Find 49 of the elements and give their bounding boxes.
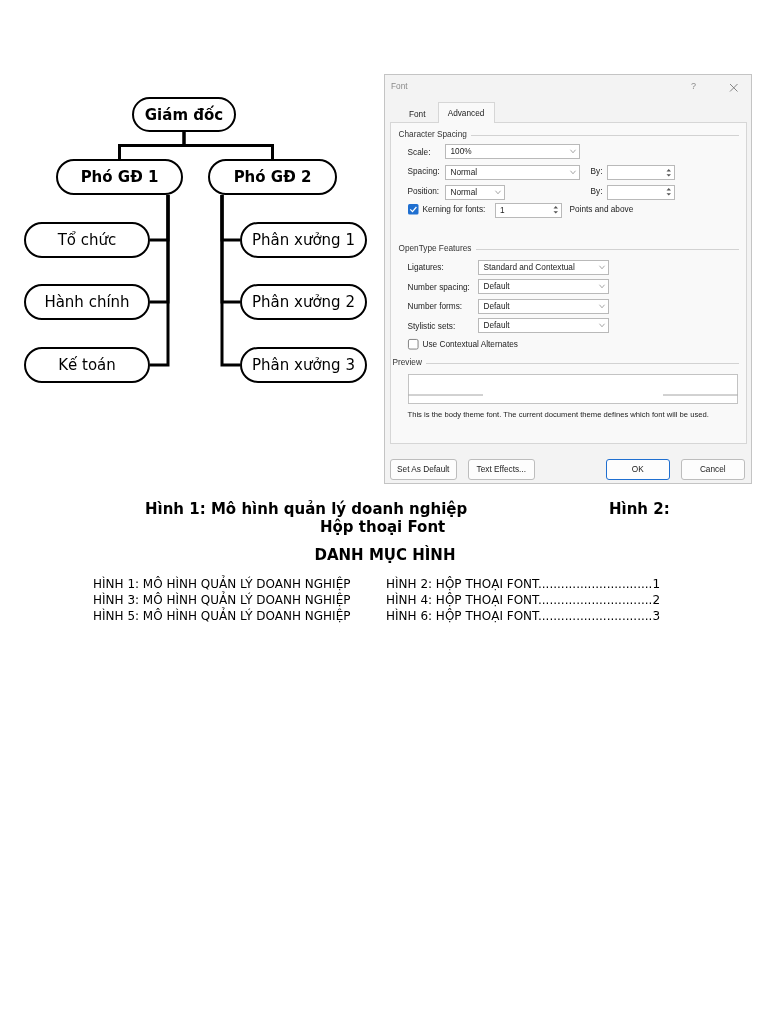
org-chart-box: Kế toán [24,347,150,383]
field-label: Kerning for fonts: [422,206,486,215]
list-entry: HÌNH 5: MÔ HÌNH QUẢN LÝ DOANH NGHIỆP [93,609,351,623]
figure-caption: Hộp thoại Font [320,518,446,536]
dialog-button: Text Effects... [467,459,535,480]
list-heading: DANH MỤC HÌNH [314,546,456,564]
connector-line [220,195,240,367]
field-label: Spacing: [407,168,440,177]
org-chart-box: Giám đốc [132,97,236,132]
connector-line [150,195,170,367]
org-chart-box: Phó GĐ 1 [56,159,183,195]
connector-line [182,132,274,159]
field-label: Ligatures: [407,264,444,273]
field-label: Scale: [407,148,431,157]
tab: Font [398,106,436,122]
field-label: Use Contextual Alternates [422,341,518,350]
figure-caption: Hình 1: Mô hình quản lý doanh nghiệp [145,500,468,518]
org-chart-box: Phó GĐ 2 [208,159,337,195]
org-chart-box: Tổ chức [24,222,150,258]
field-label: Number forms: [407,303,463,312]
dropdown-field: Default [478,318,609,333]
section-heading: Character Spacing [398,130,467,139]
section-heading: OpenType Features [398,244,472,253]
dropdown-field: Default [478,279,609,294]
list-entry: HÌNH 3: MÔ HÌNH QUẢN LÝ DOANH NGHIỆP [93,593,351,607]
dropdown-field: 100% [445,144,580,159]
field-label: Position: [407,187,440,196]
list-entry: HÌNH 2: HỘP THOẠI FONT..............................1 [386,577,661,591]
org-chart-box: Hành chính [24,284,150,320]
dialog-title: Font [391,82,408,91]
list-entry: HÌNH 4: HỘP THOẠI FONT..............................2 [386,593,661,607]
dialog-button: OK [605,459,670,480]
list-entry: HÌNH 6: HỘP THOẠI FONT..............................3 [386,609,661,623]
field-label: By: [590,168,603,177]
field-label: Number spacing: [407,283,470,292]
field-label: Points and above [569,206,634,215]
list-entry: HÌNH 1: MÔ HÌNH QUẢN LÝ DOANH NGHIỆP [93,577,351,591]
dialog-button: Set As Default [389,459,457,480]
field-label: Stylistic sets: [407,322,456,331]
figure-caption: Hình 2: [609,500,670,518]
org-chart-box: Phân xưởng 3 [240,347,367,383]
field-label: By: [590,187,603,196]
dialog-button: Cancel [680,459,745,480]
org-chart-box: Phân xưởng 1 [240,222,367,258]
org-chart-box: Phân xưởng 2 [240,284,367,320]
section-heading: Preview [392,358,422,367]
tab: Advanced [437,102,495,123]
help-button: ? [691,81,696,91]
dropdown-field: Normal [445,165,580,180]
